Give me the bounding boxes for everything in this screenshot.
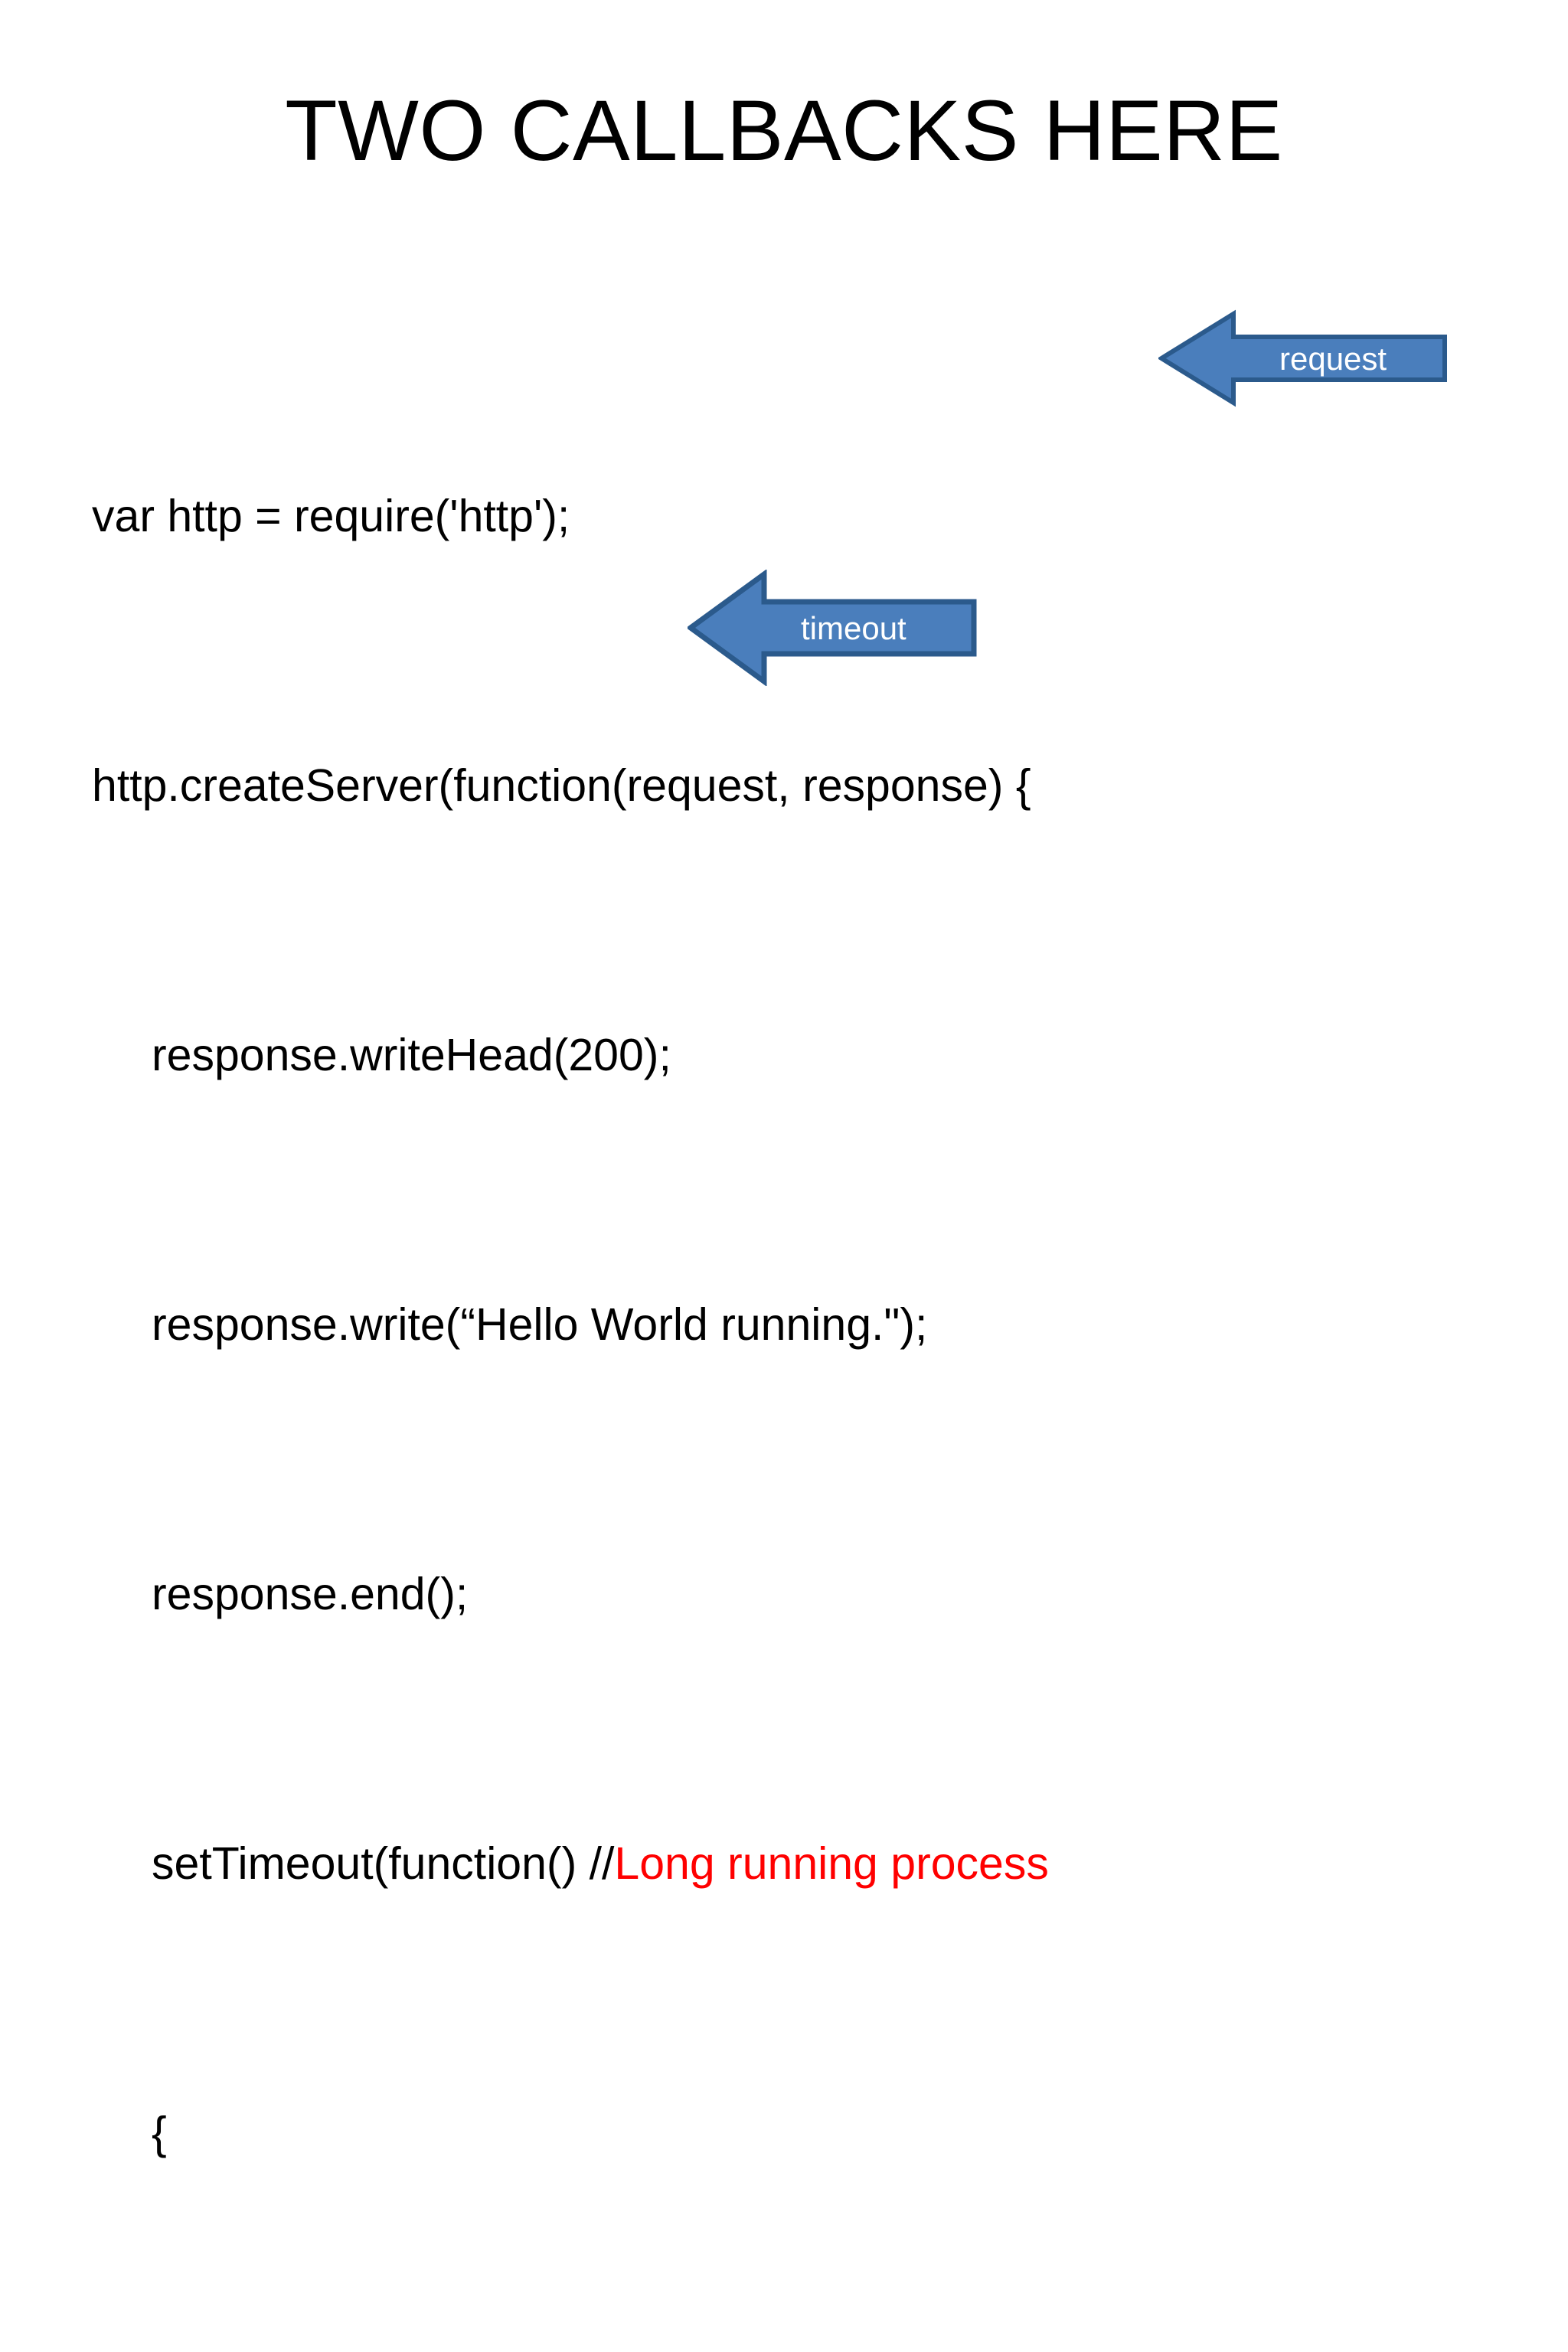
code-line-3: response.writeHead(200);: [92, 1021, 1516, 1089]
timeout-arrow-label: timeout: [801, 610, 906, 646]
code-line-7: {: [92, 2099, 1516, 2167]
request-callout-arrow[interactable]: request: [1158, 309, 1448, 407]
code-line-2: http.createServer(function(request, resp…: [92, 752, 1516, 819]
timeout-callout-arrow[interactable]: timeout: [688, 570, 977, 686]
code-line-7-text: {: [152, 2108, 167, 2158]
code-line-1: var http = require('http');: [92, 482, 1516, 550]
code-line-6: setTimeout(function() //Long running pro…: [92, 1830, 1516, 1897]
slide-canvas: TWO CALLBACKS HERE var http = require('h…: [92, 83, 1516, 2158]
left-arrow-icon: [688, 570, 977, 686]
code-line-4: response.write(“Hello World running.");: [92, 1291, 1516, 1358]
code-line-6-text: setTimeout(function() //: [152, 1838, 615, 1889]
code-line-2-text: http.createServer(function(request, resp…: [92, 760, 1031, 811]
code-line-1-text: var http = require('http');: [92, 491, 570, 541]
page-title: TWO CALLBACKS HERE: [285, 83, 1283, 178]
code-line-5: response.end();: [92, 1560, 1516, 1628]
code-line-5-text: response.end();: [152, 1569, 469, 1619]
code-line-4-text: response.write(“Hello World running.");: [152, 1299, 928, 1350]
left-arrow-icon: [1158, 309, 1448, 407]
code-line-3-text: response.writeHead(200);: [152, 1030, 671, 1080]
code-line-6-comment: Long running process: [614, 1838, 1049, 1889]
request-arrow-label: request: [1279, 341, 1387, 377]
